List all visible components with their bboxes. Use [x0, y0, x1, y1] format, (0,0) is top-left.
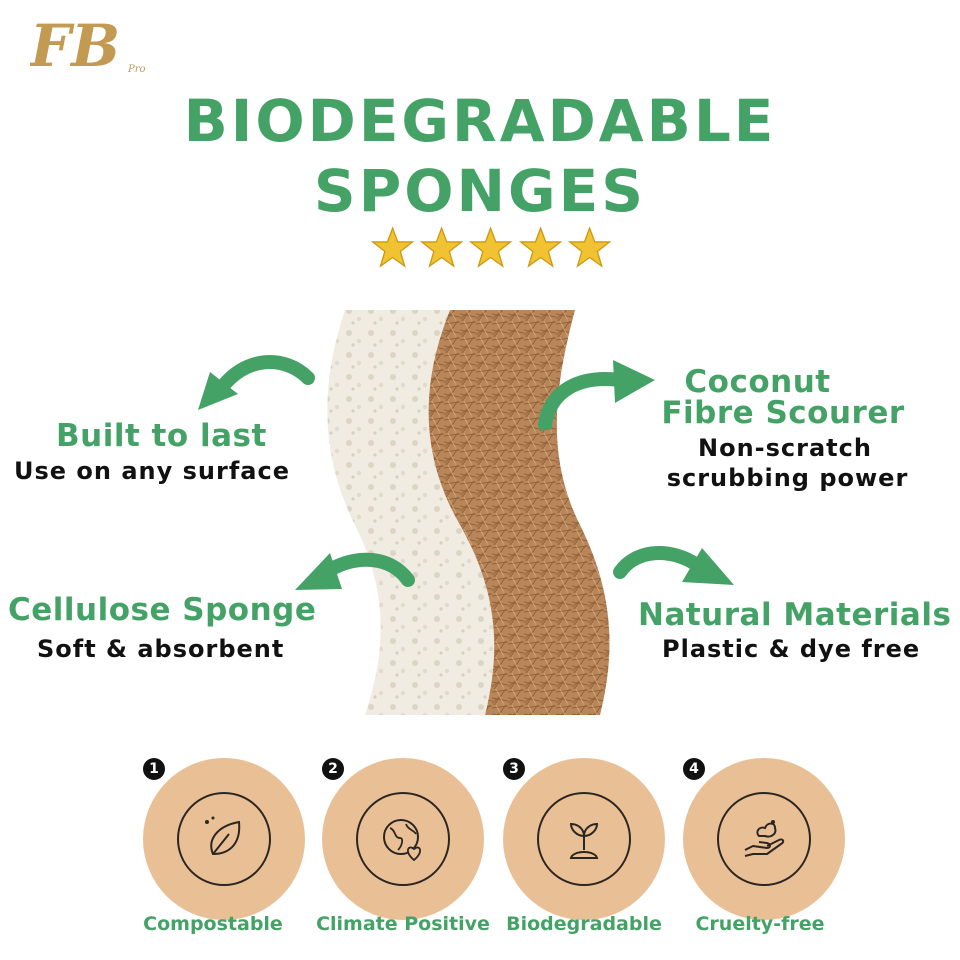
- sprout-icon: [569, 822, 599, 859]
- badge-label-biodegradable: Biodegradable: [506, 913, 662, 935]
- rating-stars: [371, 226, 612, 270]
- arrow-coconut-icon: [538, 360, 655, 430]
- earth-heart-icon: [383, 819, 421, 862]
- feature-cellulose-desc: Soft & absorbent: [37, 635, 285, 663]
- brand-logo: FB Pro: [30, 12, 145, 78]
- sponge-image: [327, 310, 610, 715]
- badge-number: 3: [503, 758, 525, 780]
- arrow-natural-icon: [613, 546, 734, 585]
- svg-text:FB: FB: [30, 12, 120, 78]
- feature-built-title: Built to last: [56, 418, 267, 454]
- svg-text:Pro: Pro: [127, 64, 145, 75]
- star-icon: [567, 226, 612, 268]
- badge-label-compostable: Compostable: [143, 913, 283, 935]
- arrow-cellulose-icon: [295, 552, 415, 590]
- star-icon: [371, 226, 415, 268]
- feature-coconut-desc-1: Non-scratch: [698, 434, 872, 462]
- star-icon: [420, 226, 464, 268]
- feature-coconut-desc-2: scrubbing power: [666, 464, 909, 492]
- badge-number: 2: [322, 758, 344, 780]
- badge-biodegradable: 3: [503, 758, 665, 920]
- hand-care-icon: [744, 820, 785, 857]
- badge-icon-ring: [356, 792, 450, 886]
- star-icon: [469, 226, 513, 268]
- badge-number: 4: [683, 758, 705, 780]
- badge-label-cruelty-free: Cruelty-free: [695, 913, 825, 935]
- feature-natural-desc: Plastic & dye free: [662, 635, 921, 663]
- badge-icon-ring: [537, 792, 631, 886]
- page-title-line2: SPONGES: [313, 157, 647, 225]
- badge-compostable: 1: [143, 758, 305, 920]
- badge-icon-ring: [717, 792, 811, 886]
- badge-cruelty-free: 4: [683, 758, 845, 920]
- arrow-built-icon: [198, 355, 315, 410]
- badge-number: 1: [143, 758, 165, 780]
- leaf-icon: [205, 816, 241, 856]
- feature-coconut-title-1: Coconut: [684, 364, 831, 400]
- feature-cellulose-title: Cellulose Sponge: [8, 592, 317, 628]
- star-icon: [518, 226, 562, 268]
- page-title-line1: BIODEGRADABLE: [183, 87, 777, 155]
- badge-climate-positive: 2: [322, 758, 484, 920]
- badge-icon-ring: [177, 792, 271, 886]
- feature-natural-title: Natural Materials: [638, 597, 952, 633]
- feature-built-desc: Use on any surface: [14, 457, 290, 485]
- feature-coconut-title-2: Fibre Scourer: [661, 395, 905, 431]
- badge-label-climate-positive: Climate Positive: [316, 913, 490, 935]
